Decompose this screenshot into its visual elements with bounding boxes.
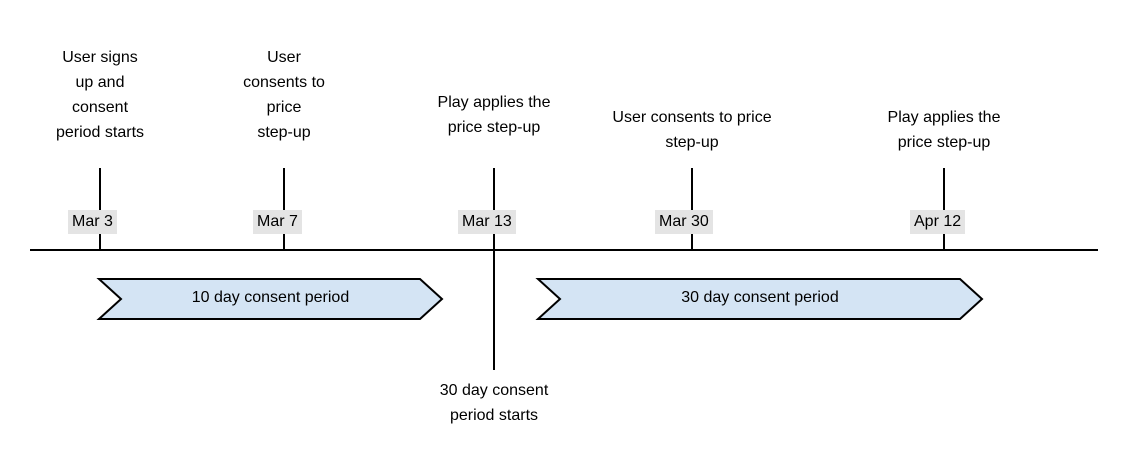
callout-label-thirty-day-start: 30 day consent period starts (439, 382, 549, 424)
tick-mar-3 (99, 168, 101, 250)
date-chip-mar-7: Mar 7 (253, 210, 302, 234)
event-label-mar-13: Play applies the price step-up (437, 94, 551, 136)
date-chip-mar-13: Mar 13 (458, 210, 516, 234)
event-label-mar-7: User consents to price step-up (243, 49, 325, 141)
timeline-axis (30, 249, 1098, 251)
tick-mar-7 (283, 168, 285, 250)
tick-apr-12 (943, 168, 945, 250)
date-chip-apr-12: Apr 12 (910, 210, 966, 234)
banner-label-thirty-day: 30 day consent period (681, 289, 839, 306)
banner-shape-ten-day (96, 278, 444, 320)
tick-mar-30 (691, 168, 693, 250)
date-chip-mar-3: Mar 3 (68, 210, 117, 234)
date-chip-mar-30: Mar 30 (655, 210, 713, 234)
event-label-apr-12: Play applies the price step-up (887, 109, 1001, 151)
event-label-mar-30: User consents to price step-up (612, 109, 772, 151)
event-label-mar-3: User signs up and consent period starts (55, 49, 145, 141)
banner-shape-thirty-day (535, 278, 984, 320)
tick-mar-13 (493, 168, 495, 370)
banner-label-ten-day: 10 day consent period (191, 289, 350, 306)
